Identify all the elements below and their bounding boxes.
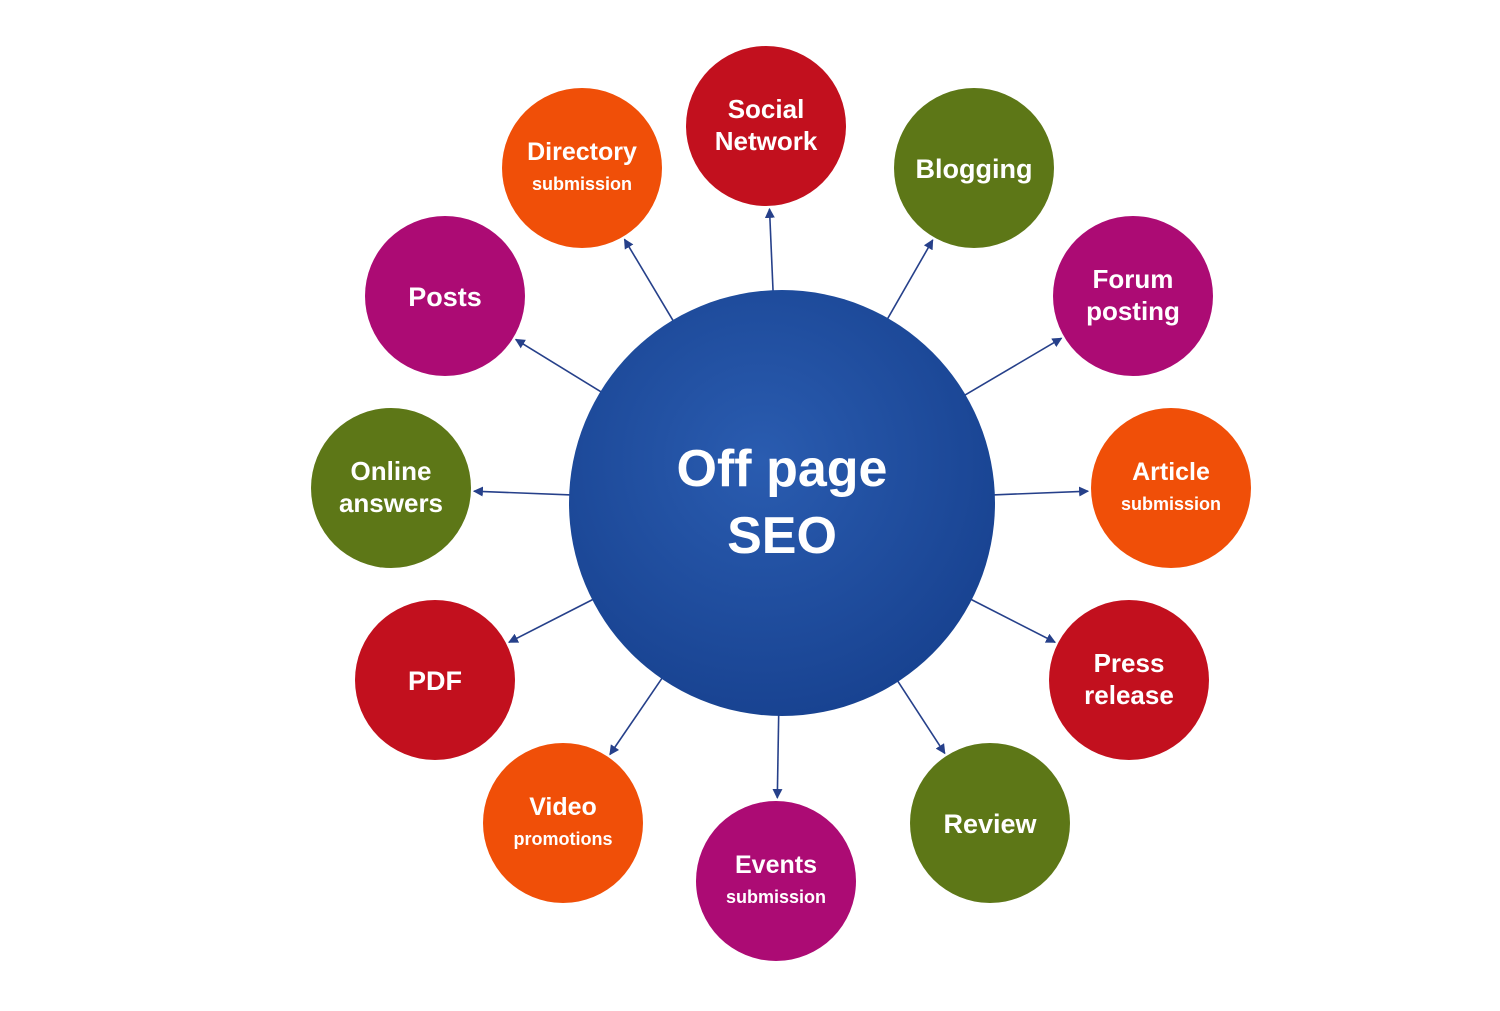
node-label-line1-article-submission: Article [1132, 458, 1210, 486]
node-label-line1-online-answers: Online [351, 456, 432, 486]
arrow-to-pdf [508, 598, 595, 644]
center-title-line1: Off page [677, 440, 888, 498]
node-label-line1-directory-submission: Directory [527, 138, 637, 166]
center-circle [569, 290, 995, 716]
node-circle-social-network [686, 46, 846, 206]
node-label-line2-article-submission: submission [1121, 494, 1221, 514]
arrow-to-directory-submission [623, 238, 675, 323]
node-review: Review [910, 743, 1070, 903]
node-label-line2-events-submission: submission [726, 887, 826, 907]
node-pdf: PDF [355, 600, 515, 760]
center-hub: Off page SEO [569, 290, 995, 716]
node-label-line1-posts: Posts [408, 282, 482, 312]
arrow-to-press-release [969, 598, 1056, 644]
node-label-line1-social-network: Social [728, 94, 805, 124]
arrow-to-article-submission [992, 486, 1090, 497]
arrow-to-forum-posting [963, 337, 1063, 397]
arrow-to-online-answers [472, 486, 572, 497]
connector-arrows [472, 207, 1090, 799]
node-circle-blogging [894, 88, 1054, 248]
node-circle-directory-submission [502, 88, 662, 248]
satellite-nodes: SocialNetworkBloggingForumpostingArticle… [311, 46, 1251, 961]
arrow-to-video-promotions [609, 676, 664, 756]
node-label-line1-blogging: Blogging [916, 154, 1033, 184]
node-circle-pdf [355, 600, 515, 760]
node-label-line1-video-promotions: Video [529, 793, 597, 821]
node-label-line1-events-submission: Events [735, 851, 817, 879]
node-circle-press-release [1049, 600, 1209, 760]
arrow-to-events-submission [772, 713, 783, 799]
node-label-line1-press-release: Press [1094, 648, 1165, 678]
center-title-line2: SEO [727, 507, 837, 565]
node-circle-video-promotions [483, 743, 643, 903]
node-label-line2-online-answers: answers [339, 488, 443, 518]
node-circle-article-submission [1091, 408, 1251, 568]
node-events-submission: Events submission [696, 801, 856, 961]
node-label-line1-pdf: PDF [408, 666, 462, 696]
node-circle-forum-posting [1053, 216, 1213, 376]
node-circle-review [910, 743, 1070, 903]
arrow-to-review [896, 679, 946, 755]
node-article-submission: Article submission [1091, 408, 1251, 568]
node-label-line2-social-network: Network [715, 126, 818, 156]
arrow-to-social-network [764, 207, 775, 293]
node-circle-events-submission [696, 801, 856, 961]
node-posts: Posts [365, 216, 525, 376]
node-circle-posts [365, 216, 525, 376]
node-label-line2-forum-posting: posting [1086, 296, 1180, 326]
node-video-promotions: Video promotions [483, 743, 643, 903]
node-label-line2-directory-submission: submission [532, 174, 632, 194]
node-label-line2-video-promotions: promotions [514, 829, 613, 849]
arrow-to-blogging [886, 239, 934, 321]
node-directory-submission: Directory submission [502, 88, 662, 248]
node-label-line2-press-release: release [1084, 680, 1174, 710]
node-circle-online-answers [311, 408, 471, 568]
node-label-line1-review: Review [943, 809, 1037, 839]
arrow-to-posts [514, 338, 603, 394]
node-blogging: Blogging [894, 88, 1054, 248]
node-label-line1-forum-posting: Forum [1093, 264, 1174, 294]
